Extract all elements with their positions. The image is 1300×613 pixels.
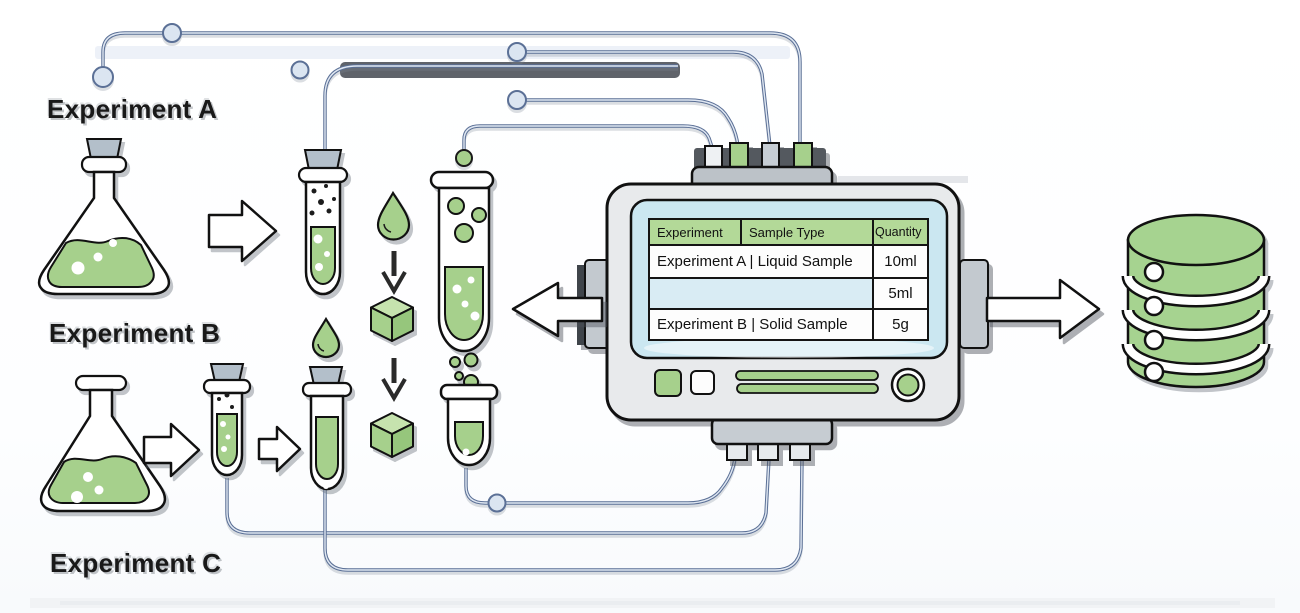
header-sample-type: Sample Type bbox=[740, 218, 874, 246]
test-tube-c2-icon bbox=[301, 366, 353, 491]
wire-mid-2 bbox=[517, 98, 740, 147]
wire-top-a bbox=[101, 31, 802, 146]
database-dot bbox=[1143, 329, 1165, 351]
wire-node-dot bbox=[487, 493, 507, 513]
vial-rim bbox=[439, 383, 499, 401]
flask-a-icon bbox=[37, 138, 171, 296]
database-icon bbox=[1121, 213, 1271, 389]
green-wire-node bbox=[455, 149, 473, 167]
quantity-cell: 5ml bbox=[872, 277, 929, 310]
down-arrow-icon bbox=[381, 358, 407, 402]
wire-vial-out bbox=[464, 457, 737, 505]
green-button bbox=[654, 369, 682, 397]
bottom-fade-strip bbox=[60, 601, 1240, 605]
test-tube-a-icon bbox=[297, 149, 349, 296]
experiment-b-label: Experiment B bbox=[49, 318, 221, 348]
tube-rim bbox=[429, 170, 495, 190]
wire-node-dot bbox=[507, 90, 527, 110]
wire-node-dot bbox=[162, 23, 182, 43]
cube-icon bbox=[370, 412, 414, 458]
quantity-cell: 10ml bbox=[872, 244, 929, 279]
arrow-right-icon bbox=[985, 278, 1101, 340]
entry-cell bbox=[648, 277, 874, 310]
flow-arrow-a-icon bbox=[207, 199, 278, 263]
right-port bbox=[959, 259, 989, 349]
slot-bar bbox=[735, 370, 879, 381]
experiment-c-label: Experiment C bbox=[50, 548, 222, 578]
flask-c-icon bbox=[39, 374, 167, 513]
flask-liquid bbox=[47, 455, 150, 504]
arrow-left-icon bbox=[511, 281, 604, 338]
flow-arrow-c1-icon bbox=[142, 422, 201, 478]
entry-cell: Experiment B | Solid Sample bbox=[648, 308, 874, 341]
vial-liquid bbox=[454, 421, 484, 456]
screen-table-row: Experiment B | Solid Sample 5g bbox=[648, 308, 929, 341]
screen-table: Experiment Sample Type Quantity Experime… bbox=[648, 218, 929, 341]
database-dot bbox=[1143, 261, 1165, 283]
test-tube-c1-icon bbox=[202, 363, 252, 477]
wire-big-tube bbox=[462, 124, 715, 158]
tube-liquid bbox=[216, 413, 238, 467]
flask-rim bbox=[74, 374, 128, 392]
down-arrow-icon bbox=[381, 251, 407, 295]
tube-liquid bbox=[310, 226, 336, 285]
wire-node-dot bbox=[290, 60, 310, 80]
background-band bbox=[95, 46, 790, 59]
wire-node-dot bbox=[92, 66, 114, 88]
header-quantity: Quantity bbox=[872, 218, 929, 246]
bubbles-falling bbox=[449, 352, 479, 390]
cube-icon bbox=[370, 296, 414, 342]
flow-arrow-c2-icon bbox=[257, 425, 302, 473]
tube-rim bbox=[301, 381, 353, 398]
wire-tube-c2-out bbox=[323, 457, 804, 572]
bottom-connector-base bbox=[710, 416, 834, 446]
background-band bbox=[838, 176, 968, 183]
connection-wires bbox=[92, 23, 804, 572]
screen-table-header-row: Experiment Sample Type Quantity bbox=[648, 218, 929, 246]
white-button bbox=[690, 370, 715, 395]
screen-sheen bbox=[644, 338, 934, 358]
wire-mid-1 bbox=[517, 50, 772, 147]
tube-rim bbox=[202, 378, 252, 395]
big-test-tube-icon bbox=[429, 170, 495, 353]
database-dot bbox=[1143, 295, 1165, 317]
flask-rim bbox=[80, 155, 128, 174]
bottom-connector bbox=[710, 416, 834, 461]
wire-node-dot bbox=[507, 42, 527, 62]
header-experiment: Experiment bbox=[648, 218, 742, 246]
device-screen-table-wrap: Experiment Sample Type Quantity Experime… bbox=[648, 218, 929, 341]
tube-liquid bbox=[315, 416, 339, 480]
wire-dark-bar-lead bbox=[323, 64, 678, 152]
screen-table-row: Experiment A | Liquid Sample 10ml bbox=[648, 244, 929, 279]
tube-rim bbox=[297, 166, 349, 184]
wire-tube-c1-out bbox=[225, 457, 771, 535]
quantity-cell: 5g bbox=[872, 308, 929, 341]
slot-bar bbox=[736, 383, 879, 394]
knob bbox=[896, 373, 920, 397]
droplet-small-icon bbox=[311, 316, 341, 359]
sample-vial-icon bbox=[439, 383, 499, 467]
flask-liquid bbox=[46, 236, 155, 288]
screen-table-row: 5ml bbox=[648, 277, 929, 310]
database-dot bbox=[1143, 361, 1165, 383]
entry-cell: Experiment A | Liquid Sample bbox=[648, 244, 874, 279]
experiment-a-label: Experiment A bbox=[47, 94, 218, 124]
droplet-large-icon bbox=[376, 190, 411, 241]
